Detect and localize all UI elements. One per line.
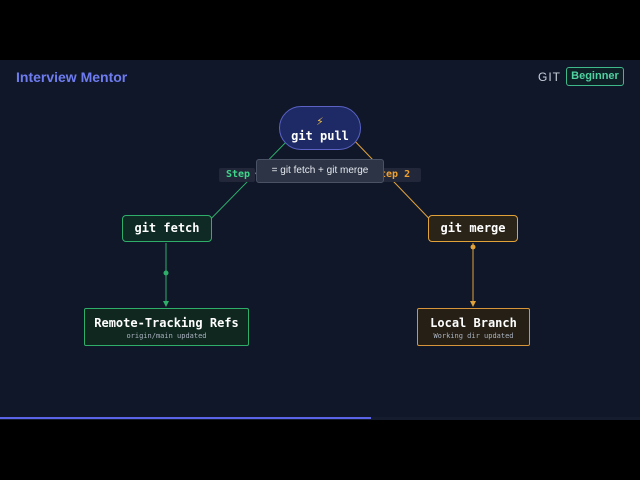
level-badge[interactable]: Beginner	[566, 67, 624, 86]
edge-pull-to-merge	[349, 135, 442, 232]
pull-tooltip: = git fetch + git merge	[256, 159, 384, 183]
edge-pull-to-fetch	[198, 135, 293, 232]
remote-subtitle: origin/main updated	[126, 332, 207, 340]
step-2-label: tep 2	[376, 168, 421, 182]
local-branch-node[interactable]: Local Branch Working dir updated	[417, 308, 530, 346]
lightning-icon: ⚡	[316, 114, 324, 128]
git-fetch-node[interactable]: git fetch	[122, 215, 212, 242]
brand-title: Interview Mentor	[16, 69, 128, 85]
local-title: Local Branch	[430, 316, 517, 330]
edges-layer	[163, 135, 476, 307]
remote-tracking-refs-node[interactable]: Remote-Tracking Refs origin/main updated	[84, 308, 249, 346]
remote-title: Remote-Tracking Refs	[94, 316, 239, 330]
git-pull-node[interactable]: ⚡ git pull	[279, 106, 361, 150]
diagram-canvas: Interview Mentor GIT Beginner Step tep 2…	[0, 60, 640, 420]
edge-merge-dot	[470, 244, 476, 250]
step-1-label: Step	[219, 168, 255, 182]
git-merge-node[interactable]: git merge	[428, 215, 518, 242]
topic-label: GIT	[538, 70, 561, 84]
progress-bar	[0, 417, 640, 420]
progress-fill	[0, 417, 372, 419]
local-subtitle: Working dir updated	[433, 332, 514, 340]
edge-fetch-dot	[163, 270, 169, 276]
git-pull-label: git pull	[291, 129, 349, 143]
